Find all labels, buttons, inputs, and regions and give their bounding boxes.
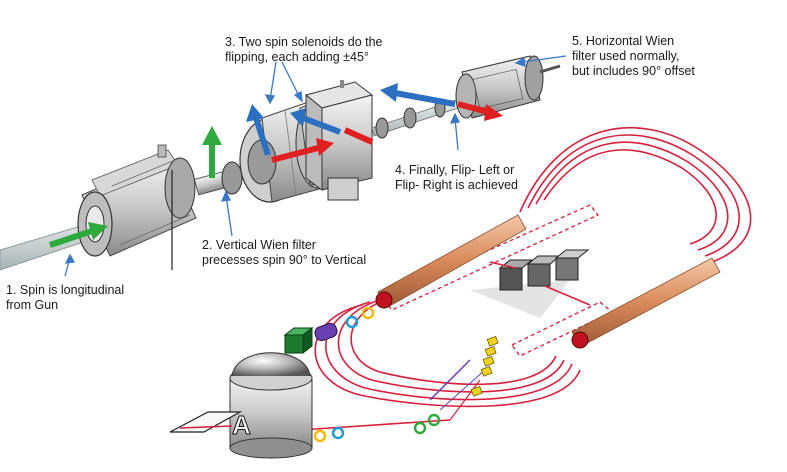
injection-line <box>299 359 486 431</box>
step1-line2: from Gun <box>6 298 59 312</box>
injector-icon <box>283 322 338 355</box>
step5-line2: filter used normally, <box>572 49 680 63</box>
beamline-connector <box>171 161 243 270</box>
step1-line1: 1. Spin is longitudinal <box>6 283 125 297</box>
step2-line1: 2. Vertical Wien filter <box>202 238 316 252</box>
pointer-lines <box>64 55 567 277</box>
annotation-step1: 1. Spin is longitudinal from Gun <box>6 283 124 313</box>
beamline-middle <box>371 97 465 139</box>
hall-a-dome-icon: A <box>169 352 313 459</box>
horizontal-wien-filter-icon <box>455 55 561 119</box>
step4-line2: Flip- Right is achieved <box>395 178 518 192</box>
step3-line2: flipping, each adding ±45° <box>225 50 369 64</box>
spin-arrow-solenoid1-icon <box>246 104 334 163</box>
spin-arrow-longitudinal-icon <box>49 222 108 248</box>
beam-optics-rings-icon <box>313 306 441 443</box>
north-linac-icon <box>375 214 527 309</box>
vacuum-chamber-icon <box>304 80 374 201</box>
step5-line1: 5. Horizontal Wien <box>572 34 675 48</box>
annotation-step3: 3. Two spin solenoids do the flipping, e… <box>225 35 383 65</box>
dipole-magnet-icon <box>470 249 591 318</box>
annotation-step5: 5. Horizontal Wien filter used normally,… <box>572 34 695 79</box>
step4-line1: 4. Finally, Flip- Left or <box>395 163 515 177</box>
step2-line2: precesses spin 90° to Vertical <box>202 253 367 267</box>
spin-arrow-flip-icon <box>380 83 503 121</box>
step3-line1: 3. Two spin solenoids do the <box>225 35 383 49</box>
hall-letter: A <box>232 410 251 440</box>
spin-arrow-vertical-icon <box>202 126 222 178</box>
annotation-step4: 4. Finally, Flip- Left or Flip- Right is… <box>395 163 518 193</box>
arc-magnets-icon <box>470 335 499 397</box>
vertical-wien-filter-icon <box>77 144 197 257</box>
annotation-step2: 2. Vertical Wien filter precesses spin 9… <box>202 238 366 268</box>
spin-arrow-solenoid2-icon <box>290 108 374 145</box>
step5-line3: but includes 90° offset <box>572 64 695 78</box>
south-linac-icon <box>571 257 721 349</box>
